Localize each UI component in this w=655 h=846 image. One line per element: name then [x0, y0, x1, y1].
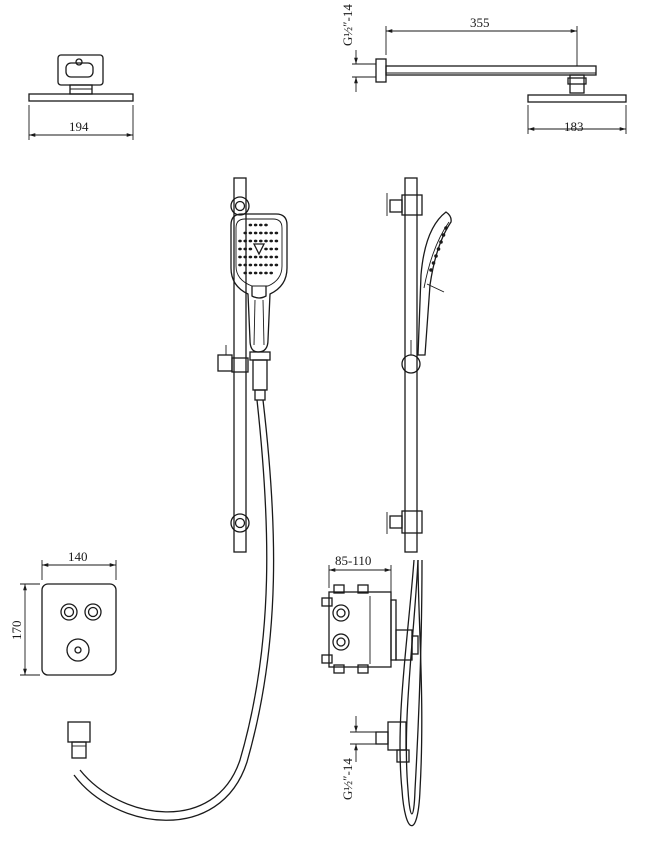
- spray-jet: [243, 247, 247, 251]
- spray-jet: [238, 263, 242, 267]
- shower-arm-side-view: [352, 26, 627, 134]
- spray-jet: [269, 231, 274, 235]
- spray-jet: [264, 231, 268, 235]
- spray-jet: [274, 231, 279, 235]
- spray-jet: [243, 231, 247, 235]
- spray-jet: [274, 255, 279, 259]
- dimension-arm-length: 355: [470, 15, 490, 30]
- spray-jet: [259, 239, 263, 243]
- spray-jet: [238, 239, 242, 243]
- spray-jet: [264, 239, 268, 243]
- spray-jet: [269, 239, 274, 243]
- spray-jet: [248, 255, 253, 259]
- spray-jet: [248, 247, 253, 251]
- dimension-body-depth: 85-110: [335, 553, 371, 568]
- spray-jet: [243, 271, 247, 275]
- center-jet: [252, 243, 266, 256]
- spray-jet: [243, 255, 247, 259]
- spray-jet: [238, 255, 242, 259]
- spray-jet: [248, 263, 253, 267]
- dimension-panel-height: 170: [9, 621, 24, 641]
- spray-jet: [264, 247, 268, 251]
- spray-jet: [259, 255, 263, 259]
- spray-jet: [243, 239, 247, 243]
- spray-jet: [259, 263, 263, 267]
- spray-jet: [253, 239, 258, 243]
- spray-jet: [264, 271, 268, 275]
- spray-jet: [269, 263, 274, 267]
- spray-jet: [264, 263, 268, 267]
- dimension-arm-thread: G½″-14: [340, 4, 355, 46]
- dimension-head-front-width: 194: [69, 119, 89, 134]
- slide-rail-front-view: [67, 177, 288, 821]
- spray-jet: [253, 255, 258, 259]
- spray-jet: [253, 271, 258, 275]
- spray-jet: [243, 263, 247, 267]
- control-panel-front-view: [20, 560, 117, 676]
- spray-jet: [274, 239, 279, 243]
- spray-jet: [248, 271, 253, 275]
- spray-jet: [259, 223, 263, 227]
- spray-jet: [274, 247, 279, 251]
- spray-jet: [259, 271, 263, 275]
- dimension-outlet-thread: G½″-14: [340, 758, 355, 800]
- dimension-head-side-width: 183: [564, 119, 584, 134]
- slide-rail-side-view: [321, 177, 452, 827]
- spray-jet: [264, 255, 268, 259]
- dimension-panel-width: 140: [68, 549, 88, 564]
- overhead-shower-front-view: [28, 54, 134, 140]
- spray-jet: [269, 255, 274, 259]
- spray-jet: [253, 231, 258, 235]
- spray-jet: [248, 223, 253, 227]
- spray-jet: [269, 271, 274, 275]
- spray-jet: [274, 263, 279, 267]
- spray-jet: [253, 223, 258, 227]
- spray-jet: [248, 231, 253, 235]
- spray-jet: [264, 223, 268, 227]
- spray-jet: [269, 247, 274, 251]
- spray-jet: [253, 263, 258, 267]
- spray-jet: [238, 247, 242, 251]
- spray-jet: [248, 239, 253, 243]
- spray-jet: [259, 231, 263, 235]
